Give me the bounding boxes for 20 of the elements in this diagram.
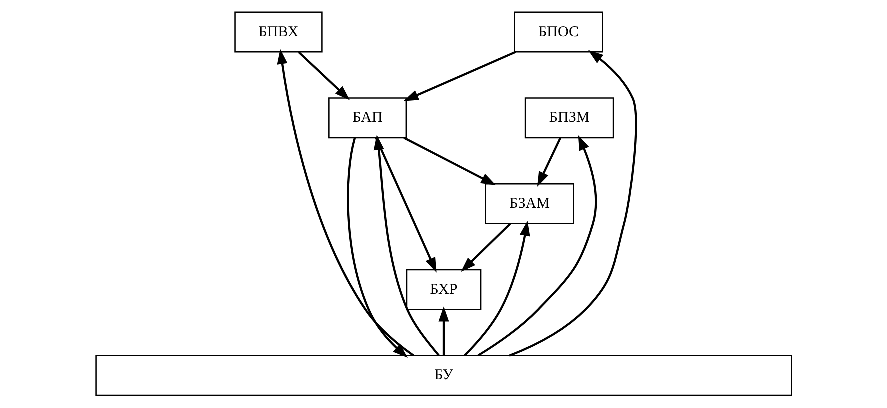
arrow xyxy=(477,135,597,357)
node-box: БПВХ xyxy=(234,12,322,53)
node-box: БХР xyxy=(406,269,482,310)
arrow xyxy=(460,223,511,272)
arrow xyxy=(403,51,516,102)
arrow xyxy=(276,49,414,357)
arrow xyxy=(373,135,440,356)
arrow xyxy=(403,137,496,186)
arrow xyxy=(298,52,350,100)
node-box: БУ xyxy=(95,355,792,396)
arrow xyxy=(536,138,562,187)
node-box: БАП xyxy=(328,98,407,139)
arrow xyxy=(508,50,637,357)
arrow xyxy=(438,306,449,356)
arrow xyxy=(464,220,530,356)
node-box: БПОС xyxy=(514,12,603,53)
node-box: БЗАМ xyxy=(484,184,574,224)
arrow xyxy=(346,138,408,358)
node-box: БПЗМ xyxy=(524,98,614,139)
arrow xyxy=(374,138,436,273)
